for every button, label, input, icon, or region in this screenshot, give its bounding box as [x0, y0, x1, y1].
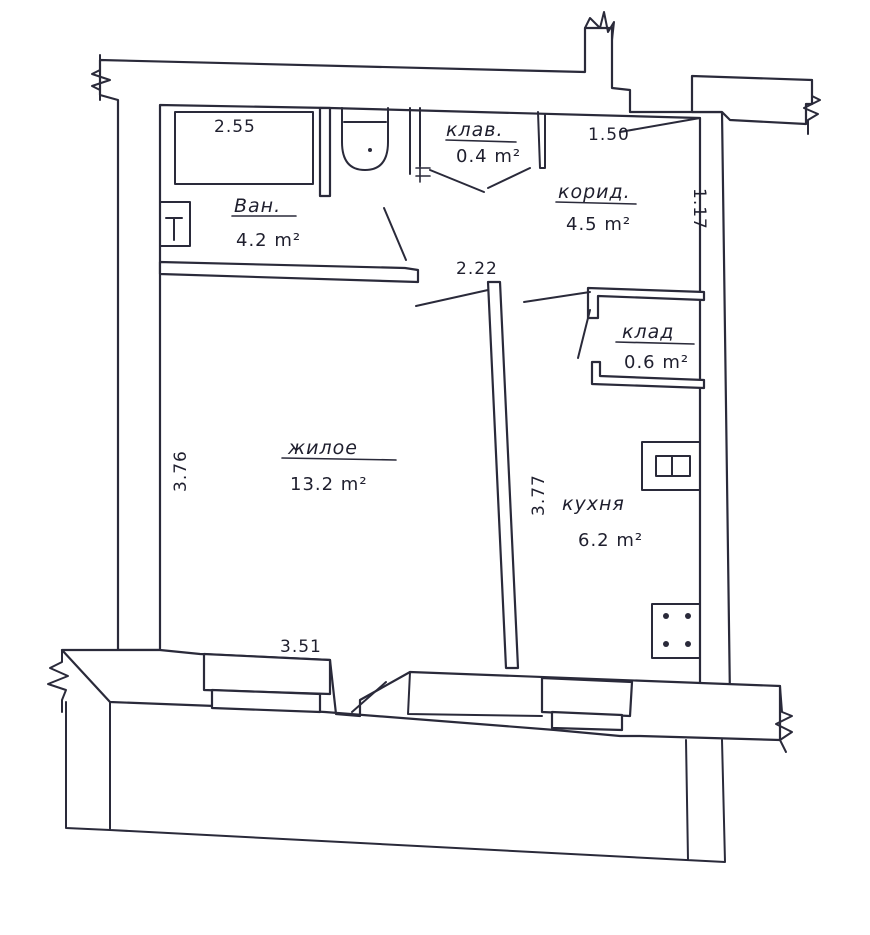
door-bath [383, 207, 407, 261]
window-sill-living [202, 652, 332, 696]
closet-wall-right [537, 111, 546, 169]
bath-bottom-wall [158, 260, 420, 284]
sink-icon [159, 201, 191, 247]
kitchen-area: 6.2 m² [578, 530, 643, 551]
stove-burner-icon [685, 613, 691, 619]
wall-break-symbol [91, 54, 111, 101]
wall-break-symbol-bottom-left [47, 649, 69, 713]
door-balcony [351, 681, 387, 713]
dim-kitchen-height: 3.77 [529, 474, 549, 516]
dim-living-height: 3.76 [171, 450, 191, 492]
storage-wall-top [586, 286, 706, 320]
toilet-icon [341, 107, 389, 171]
wall-break-symbol-bottom-right [775, 685, 793, 753]
wall-break-symbol-right [803, 79, 821, 135]
bathroom-label: Ван. [234, 195, 281, 217]
closet-small-area: 0.4 m² [456, 146, 521, 167]
closet-small-label: клав. [446, 119, 504, 141]
storage-area: 0.6 m² [624, 352, 689, 373]
stove-burner-icon [685, 641, 691, 647]
door-closet [429, 167, 531, 193]
door-kitchen [523, 291, 591, 303]
bathtub [174, 111, 314, 185]
storage-label: клад [622, 321, 674, 343]
label-underline [555, 201, 637, 205]
dim-corridor-depth: 1.17 [689, 188, 709, 230]
chimney-break-symbol [584, 11, 615, 41]
dim-door-gap: 2.22 [456, 259, 498, 279]
label-underline [281, 457, 397, 461]
corridor-label: корид. [558, 181, 631, 203]
door-corridor-entry [619, 117, 701, 133]
label-underline [445, 139, 517, 143]
living-kitchen-wall [486, 280, 520, 670]
dim-corridor-width: 1.50 [588, 125, 630, 145]
stove-burner-icon [663, 613, 669, 619]
dim-bath-width: 2.55 [214, 117, 256, 137]
balcony-inner-edge [407, 671, 543, 717]
door-living [415, 289, 489, 307]
door-storage [577, 309, 591, 359]
corridor-area: 4.5 m² [566, 214, 631, 235]
storage-wall-bottom [590, 360, 706, 390]
balcony-band [60, 648, 782, 742]
bathroom-area: 4.2 m² [236, 230, 301, 251]
kitchen-sink-tap-icon [655, 455, 691, 477]
balcony-outline [65, 701, 726, 863]
window-sill-kitchen-lower [550, 710, 624, 732]
closet-wall-left [409, 107, 421, 175]
kitchen-stove [651, 603, 701, 659]
label-underline [615, 341, 695, 345]
dim-living-width: 3.51 [280, 637, 322, 657]
closet-door-marker [415, 165, 431, 183]
toilet-partition [318, 106, 332, 198]
toilet-drain-icon [368, 148, 372, 152]
kitchen-sink [641, 441, 701, 491]
stove-burner-icon [663, 641, 669, 647]
window-sill-living-lower [210, 688, 322, 714]
window-sill-kitchen [540, 676, 634, 718]
living-area: 13.2 m² [290, 474, 368, 495]
living-label: жилое [287, 437, 358, 459]
kitchen-label: кухня [562, 493, 625, 515]
